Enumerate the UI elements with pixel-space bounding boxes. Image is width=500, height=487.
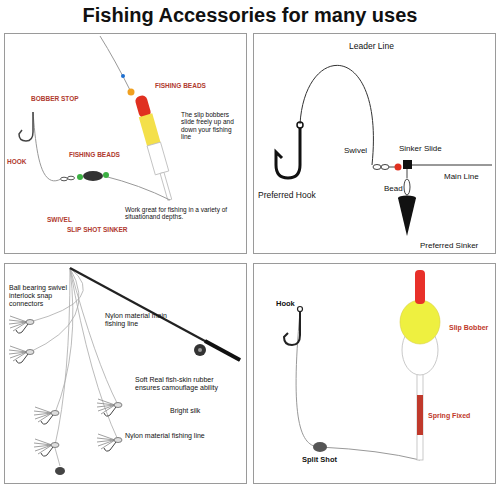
diagram-panel: HookSlip BobberSpring FixedSplit Shot	[253, 263, 496, 484]
sinker-slide-rig	[276, 65, 492, 236]
part-label: Spring Fixed	[428, 412, 470, 420]
part-label: Split Shot	[302, 456, 337, 465]
part-label: Preferred Sinker	[420, 241, 478, 250]
part-label: Leader Line	[349, 42, 394, 52]
part-label: Preferred Hook	[258, 191, 316, 201]
part-label: Bead	[384, 184, 403, 193]
part-label: Bright silk	[170, 407, 200, 415]
part-label: Swivel	[344, 146, 367, 155]
slip-bobber-setup	[284, 270, 440, 460]
slip-bobber-rig	[19, 36, 176, 202]
part-label: Nylon material fishing line	[125, 432, 205, 440]
part-label: BOBBER STOP	[31, 95, 79, 102]
part-label: Work great for fishing in a variety of s…	[125, 206, 230, 221]
part-label: Main Line	[444, 172, 479, 181]
part-label: Sinker Slide	[399, 144, 442, 153]
part-label: Hook	[276, 300, 295, 309]
part-label: SLIP SHOT SINKER	[67, 226, 128, 233]
rod-and-lures	[9, 268, 240, 475]
part-label: Nylon material main fishing line	[105, 312, 175, 328]
part-label: The slip bobbers slide freely up and dow…	[181, 111, 243, 141]
diagram-panel: Ball bearing swivel interlock snap conne…	[4, 263, 247, 484]
part-label: Ball bearing swivel interlock snap conne…	[9, 284, 79, 308]
part-label: SWIVEL	[47, 216, 72, 223]
part-label: FISHING BEADS	[69, 151, 120, 158]
part-label: HOOK	[7, 158, 27, 165]
part-label: FISHING BEADS	[155, 82, 206, 89]
diagram-panel: Leader LinePreferred Hook Swivel Sinker Sl…	[253, 33, 496, 254]
part-label: Slip Bobber	[449, 324, 488, 332]
part-label: Soft Real fish-skin rubber ensures camou…	[135, 376, 235, 392]
diagram-title: Fishing Accessories for many uses	[0, 4, 500, 27]
diagram-panel: BOBBER STOP FISHING BEADS The slip bobbers…	[4, 33, 247, 254]
